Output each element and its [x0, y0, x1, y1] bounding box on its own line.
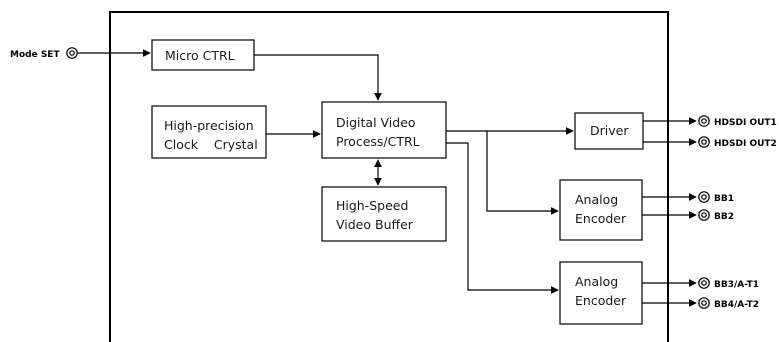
dvp-label-line2: Process/CTRL [336, 134, 420, 149]
analog-encoder-2-label-line1: Analog [575, 274, 618, 289]
hdsdi-out2-connector-icon [698, 136, 710, 148]
analog-encoder-1-label-line2: Encoder [575, 211, 627, 226]
bb4-connector-icon [698, 297, 710, 309]
hdsdi-out2-label: HDSDI OUT2 [714, 139, 777, 149]
video-buffer-block [321, 186, 447, 242]
bb3-label: BB3/A-T1 [714, 280, 759, 290]
bb2-label: BB2 [714, 212, 734, 222]
micro-ctrl-block [151, 39, 255, 71]
micro-ctrl-label: Micro CTRL [165, 48, 235, 63]
video-buffer-label-line2: Video Buffer [336, 217, 414, 232]
driver-block [574, 112, 644, 150]
bb2-connector-icon [698, 209, 710, 221]
analog-encoder-1-block [559, 179, 643, 241]
mode-set-connector-icon [66, 47, 78, 59]
analog-encoder-1-label-line1: Analog [575, 192, 618, 207]
bb1-label: BB1 [714, 194, 734, 204]
video-buffer-label-line1: High-Speed [336, 198, 408, 213]
analog-encoder-2-label-line2: Encoder [575, 293, 627, 308]
mode-set-label: Mode SET [10, 50, 60, 60]
clock-crystal-label-line1: High-precision [164, 118, 254, 133]
dvp-to-encoder2-wire [446, 142, 559, 294]
dvp-block [321, 101, 447, 159]
bb3-connector-icon [698, 277, 710, 289]
micro-to-dvp-wire [254, 54, 382, 101]
clock-crystal-label-line2: Clock Crystal [164, 137, 258, 152]
hdsdi-out1-label: HDSDI OUT1 [714, 118, 777, 128]
bb4-label: BB4/A-T2 [714, 300, 759, 310]
hdsdi-out1-connector-icon [698, 115, 710, 127]
clock-crystal-block [151, 105, 267, 159]
dvp-label-line1: Digital Video [336, 115, 416, 130]
dvp-to-encoder1-wire [486, 131, 559, 215]
device-enclosure [109, 11, 669, 342]
driver-label: Driver [590, 123, 629, 138]
analog-encoder-2-block [559, 261, 643, 325]
bb1-connector-icon [698, 191, 710, 203]
